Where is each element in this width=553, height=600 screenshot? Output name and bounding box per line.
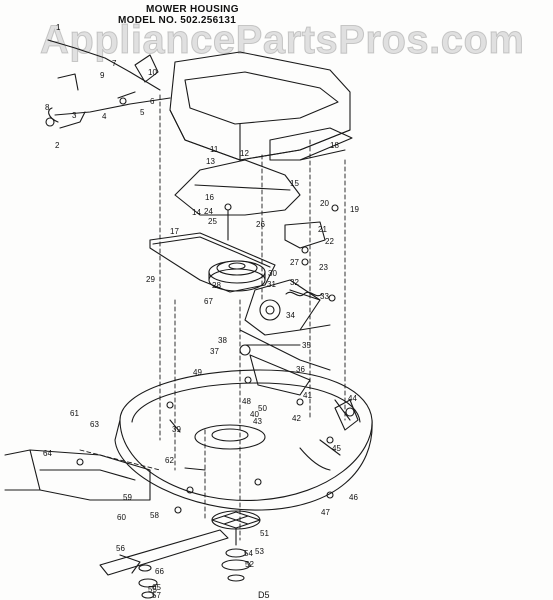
- part-number-20: 20: [320, 199, 329, 208]
- part-number-38: 38: [218, 336, 227, 345]
- part-number-59: 59: [123, 493, 132, 502]
- hardware: [174, 204, 339, 514]
- part-number-30: 30: [268, 269, 277, 278]
- part-number-27: 27: [290, 258, 299, 267]
- v-belt: [149, 232, 276, 293]
- part-number-23: 23: [319, 263, 328, 272]
- part-number-24: 24: [204, 207, 213, 216]
- part-number-17: 17: [170, 227, 179, 236]
- part-number-62: 62: [165, 456, 174, 465]
- part-number-65: 65: [152, 583, 161, 592]
- part-number-66: 66: [155, 567, 164, 576]
- part-number-48: 48: [242, 397, 251, 406]
- part-number-25: 25: [208, 217, 217, 226]
- part-number-60: 60: [117, 513, 126, 522]
- part-number-16: 16: [205, 193, 214, 202]
- part-number-19: 19: [350, 205, 359, 214]
- part-number-41: 41: [303, 391, 312, 400]
- part-number-47: 47: [321, 508, 330, 517]
- part-number-63: 63: [90, 420, 99, 429]
- part-number-35: 35: [302, 341, 311, 350]
- part-number-10: 10: [148, 68, 157, 77]
- part-number-18: 18: [330, 141, 339, 150]
- part-number-9: 9: [100, 71, 105, 80]
- part-number-11: 11: [210, 145, 219, 154]
- part-number-1: 1: [56, 23, 61, 32]
- alignment-lines: [79, 94, 346, 541]
- part-number-15: 15: [290, 179, 299, 188]
- watermark: AppliancePartsPros.com: [40, 18, 525, 63]
- belt-guide: [174, 159, 301, 241]
- part-number-31: 31: [267, 280, 276, 289]
- part-number-57: 57: [152, 591, 161, 600]
- part-number-2: 2: [55, 141, 60, 150]
- part-number-4: 4: [102, 112, 107, 121]
- page-code: D5: [258, 590, 270, 600]
- mower-blade: [99, 529, 229, 599]
- part-number-43: 43: [253, 417, 262, 426]
- part-number-37: 37: [210, 347, 219, 356]
- part-number-54: 54: [244, 549, 253, 558]
- part-number-51: 51: [260, 529, 269, 538]
- part-number-40: 40: [250, 410, 259, 419]
- part-number-33: 33: [320, 292, 329, 301]
- part-number-3: 3: [72, 111, 77, 120]
- mower-deck: [114, 369, 373, 511]
- diagram-title: MOWER HOUSING: [146, 4, 239, 15]
- part-number-67: 67: [204, 297, 213, 306]
- part-number-50: 50: [258, 404, 267, 413]
- part-number-36: 36: [296, 365, 305, 374]
- spindle-pulley: [208, 260, 266, 292]
- part-number-39: 39: [172, 425, 181, 434]
- part-number-53: 53: [255, 547, 264, 556]
- part-number-44: 44: [348, 394, 357, 403]
- wheel-bracket-right: [319, 399, 359, 456]
- part-number-6: 6: [150, 97, 155, 106]
- part-number-22: 22: [325, 237, 334, 246]
- part-number-13: 13: [206, 157, 215, 166]
- idler-bracket: [239, 221, 331, 396]
- part-number-7: 7: [112, 59, 117, 68]
- part-number-52: 52: [245, 560, 254, 569]
- part-number-45: 45: [332, 444, 341, 453]
- part-number-42: 42: [292, 414, 301, 423]
- part-number-56: 56: [116, 544, 125, 553]
- part-number-14: 14: [192, 208, 201, 217]
- part-number-32: 32: [290, 278, 299, 287]
- part-number-8: 8: [45, 103, 50, 112]
- part-number-61: 61: [70, 409, 79, 418]
- lift-linkage: [45, 39, 171, 129]
- part-number-49: 49: [193, 368, 202, 377]
- part-number-58: 58: [150, 511, 159, 520]
- part-number-29: 29: [146, 275, 155, 284]
- blade-adapter: [211, 510, 261, 582]
- housing-shroud: [169, 51, 353, 161]
- discharge-chute: [4, 449, 151, 501]
- part-number-64: 64: [43, 449, 52, 458]
- part-number-5: 5: [140, 108, 145, 117]
- model-number: MODEL NO. 502.256131: [118, 15, 237, 26]
- part-number-28: 28: [212, 281, 221, 290]
- part-number-55: 55: [148, 585, 157, 594]
- part-number-21: 21: [318, 225, 327, 234]
- part-number-34: 34: [286, 311, 295, 320]
- part-number-46: 46: [349, 493, 358, 502]
- part-number-26: 26: [256, 220, 265, 229]
- part-number-12: 12: [240, 149, 249, 158]
